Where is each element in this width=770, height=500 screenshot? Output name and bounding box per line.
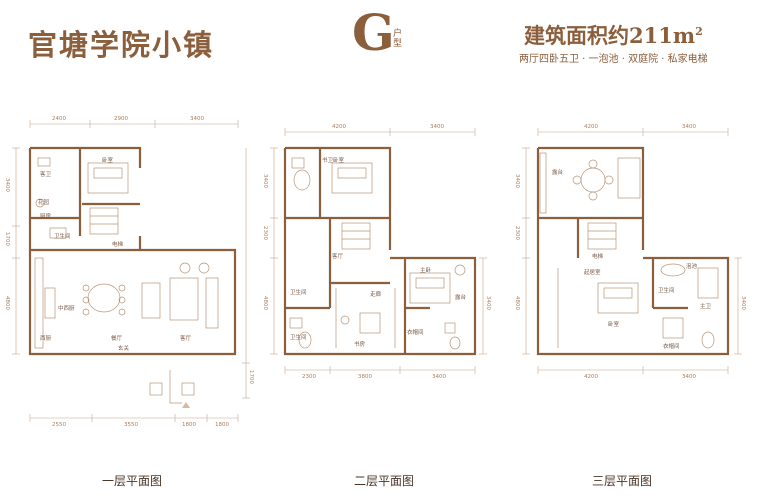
room-label: 书房 <box>354 342 366 348</box>
room-label: 电梯 <box>592 254 604 260</box>
floor-label-3: 三层平面图 <box>592 474 653 488</box>
room-label: 电梯 <box>112 242 124 248</box>
dimension-left-3: 4800 <box>4 296 10 310</box>
floor-plan-2: 4200 3400 2300 3800 3400 3400 2300 4800 … <box>262 108 510 488</box>
room-label: 卫生间 <box>54 234 71 240</box>
room-label: 花园 <box>38 200 50 206</box>
room-label: 卧室 <box>608 322 620 328</box>
unit-type-suffix: 户型 <box>393 29 403 49</box>
room-label: 卫生间 <box>290 335 307 341</box>
dimension-bottom-2: 3400 <box>682 374 696 380</box>
dimension-top-2: 2900 <box>114 116 128 122</box>
dimension-top-2: 3400 <box>682 124 696 130</box>
dimension-left-2: 2300 <box>514 226 520 240</box>
dimension-bottom-2: 3800 <box>358 374 372 380</box>
room-label: 卧室 <box>102 158 114 164</box>
room-label: 泡池 <box>686 264 698 270</box>
dimension-right-1: 1700 <box>248 370 254 384</box>
dimension-left-2: 1700 <box>4 232 10 246</box>
room-label: 露台 <box>552 170 564 176</box>
room-label: 走廊 <box>370 292 382 298</box>
floor-plan-3-drawing <box>522 128 742 374</box>
dimension-bottom-1: 4200 <box>584 374 598 380</box>
room-label: 衣帽间 <box>407 330 424 336</box>
area-title: 建筑面积约211m2 <box>524 20 703 50</box>
dimension-top-1: 2400 <box>52 116 66 122</box>
dimension-left-1: 3400 <box>514 174 520 188</box>
room-label: 客厅 <box>332 254 344 260</box>
area-value: 建筑面积约211m <box>524 23 696 48</box>
room-label: 中西厨 <box>58 306 75 312</box>
floor-label-2: 二层平面图 <box>354 474 415 488</box>
dimension-left-1: 3400 <box>4 178 10 192</box>
dimension-bottom-1: 2550 <box>52 422 66 428</box>
dimension-top-2: 3400 <box>430 124 444 130</box>
room-label: 客卫 <box>40 172 52 178</box>
room-label: 厨房 <box>40 214 52 220</box>
room-label: 起居室 <box>584 270 601 276</box>
room-label: 餐厅 <box>111 336 123 342</box>
room-label: 露台 <box>455 295 467 301</box>
dimension-bottom-3: 1800 <box>182 422 196 428</box>
room-label: 衣帽间 <box>663 344 680 350</box>
dimension-top-1: 4200 <box>332 124 346 130</box>
dimension-right-1: 3400 <box>740 296 746 310</box>
room-label: 主卧 <box>420 268 432 274</box>
floor-plan-1: 2400 2900 3400 2550 3550 1800 1800 3400 … <box>4 108 254 488</box>
dimension-left-3: 4800 <box>514 296 520 310</box>
floor-label-1: 一层平面图 <box>102 474 163 488</box>
dimension-top-3: 3400 <box>190 116 204 122</box>
room-label: 玄关 <box>118 346 130 352</box>
dimension-bottom-4: 1800 <box>215 422 229 428</box>
dimension-bottom-2: 3550 <box>124 422 138 428</box>
floor-plan-1-drawing <box>12 120 250 422</box>
room-label: 卫生间 <box>290 290 307 296</box>
floor-plan-3: 4200 3400 4200 3400 3400 2300 4800 3400 … <box>514 108 758 488</box>
floor-plan-2-drawing <box>270 128 487 374</box>
dimension-top-1: 4200 <box>584 124 598 130</box>
dimension-bottom-3: 3400 <box>432 374 446 380</box>
area-unit-superscript: 2 <box>695 25 703 38</box>
room-label: 书卫卧室 <box>322 158 345 164</box>
room-label: 西厨 <box>40 336 52 342</box>
room-label: 卫生间 <box>658 288 675 294</box>
unit-type-letter: G <box>352 3 395 62</box>
room-label: 客厅 <box>180 336 192 342</box>
project-title: 官塘学院小镇 <box>28 28 215 62</box>
dimension-left-1: 3400 <box>262 174 268 188</box>
room-label: 主卫 <box>700 304 712 310</box>
dimension-left-3: 4800 <box>262 296 268 310</box>
dimension-right-1: 3400 <box>485 296 491 310</box>
dimension-left-2: 2300 <box>262 226 268 240</box>
features-subtitle: 两厅四卧五卫 · 一泡池 · 双庭院 · 私家电梯 <box>519 54 708 65</box>
dimension-bottom-1: 2300 <box>302 374 316 380</box>
